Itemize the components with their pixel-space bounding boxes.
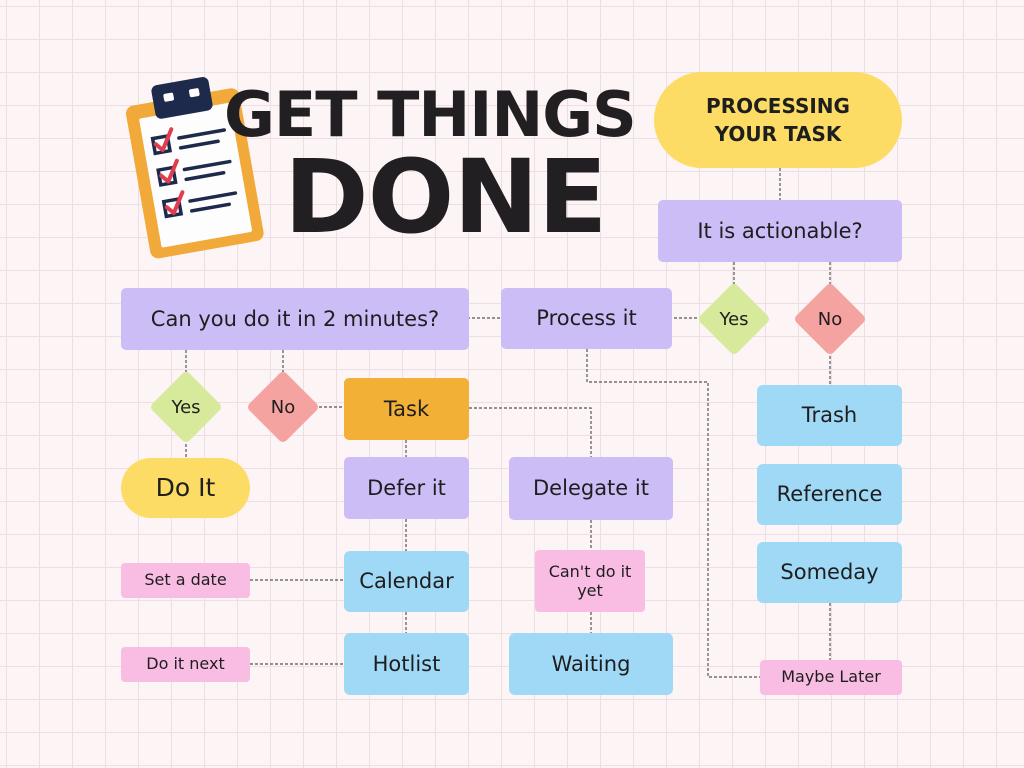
step-defer-it[interactable]: Defer it (344, 457, 469, 519)
step-process-it[interactable]: Process it (501, 288, 672, 349)
clipboard-checklist-icon (125, 77, 264, 259)
outcome-waiting[interactable]: Waiting (509, 633, 673, 695)
connector-process-to-maybe-later (586, 349, 760, 678)
decision-no-actionable[interactable]: No (793, 282, 867, 356)
question-two-minutes[interactable]: Can you do it in 2 minutes? (121, 288, 469, 350)
title-line-done: DONE (284, 138, 607, 257)
connector-task-to-delegate (469, 407, 592, 457)
step-delegate-it[interactable]: Delegate it (509, 457, 673, 520)
outcome-reference[interactable]: Reference (757, 464, 902, 525)
start-processing-your-task[interactable]: PROCESSING YOUR TASK (654, 72, 902, 168)
start-label: PROCESSING YOUR TASK (706, 94, 850, 146)
outcome-do-it[interactable]: Do It (121, 458, 250, 518)
decision-label: Yes (719, 308, 749, 330)
title-line-get-things: GET THINGS (224, 78, 637, 151)
decision-yes-actionable[interactable]: Yes (697, 282, 771, 356)
note-maybe-later[interactable]: Maybe Later (760, 660, 902, 695)
note-cant-do-it-yet-label: Can't do it yet (548, 561, 632, 600)
decision-label: No (817, 308, 843, 330)
question-is-actionable[interactable]: It is actionable? (658, 200, 902, 262)
note-do-it-next[interactable]: Do it next (121, 647, 250, 682)
decision-label: Yes (171, 396, 201, 418)
outcome-hotlist[interactable]: Hotlist (344, 633, 469, 695)
decision-no-two-minutes[interactable]: No (246, 370, 320, 444)
note-cant-do-it-yet[interactable]: Can't do it yet (535, 550, 645, 612)
decision-yes-two-minutes[interactable]: Yes (149, 370, 223, 444)
outcome-trash[interactable]: Trash (757, 385, 902, 446)
note-set-a-date[interactable]: Set a date (121, 563, 250, 598)
outcome-calendar[interactable]: Calendar (344, 551, 469, 612)
step-task[interactable]: Task (344, 378, 469, 440)
outcome-someday[interactable]: Someday (757, 542, 902, 603)
decision-label: No (270, 396, 296, 418)
